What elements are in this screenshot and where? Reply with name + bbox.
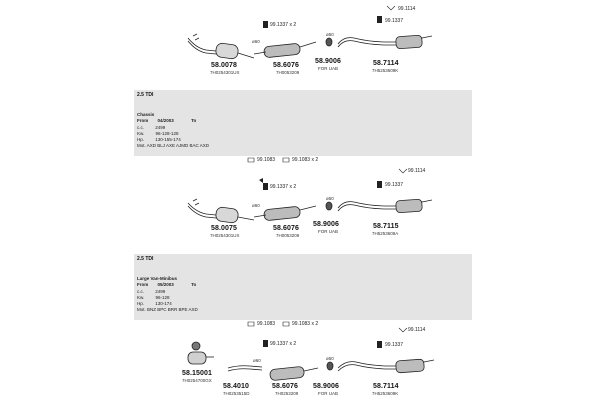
top-ref: 99.1114 xyxy=(398,6,416,12)
spec-key: Kw. xyxy=(137,295,145,300)
vehicle-info-band-1: 2.5 TDI Chassis From 04/2003 To c.c. 249… xyxy=(134,90,472,156)
svg-text:ø60: ø60 xyxy=(252,39,260,44)
spec-key: Hp. xyxy=(137,301,145,306)
part-code: 7H5253609K xyxy=(372,391,399,396)
svg-text:ø50: ø50 xyxy=(326,32,334,37)
spec-row: Kw. 96-128-128 xyxy=(137,131,179,137)
to-label: To xyxy=(191,282,197,287)
svg-text:ø60: ø60 xyxy=(253,358,261,363)
part-code: 7H0253209 xyxy=(275,391,299,396)
engine-title: 2.5 TDI xyxy=(137,256,154,262)
part-code: FOR UAB xyxy=(318,66,339,71)
part-number: 58.6076 xyxy=(273,62,300,69)
clamp-ref-a: 99.1337 x 2 xyxy=(270,341,297,347)
spec-key: c.c. xyxy=(137,125,145,130)
spec-value: 130-174 xyxy=(155,301,172,306)
section1-drawing xyxy=(187,33,433,60)
spec-value: 96-128 xyxy=(155,295,170,300)
spec-value: 130-155-174 xyxy=(155,137,181,142)
spec-row: Hp. 130-174 xyxy=(137,301,172,307)
chassis-label: Large Van-Minibus xyxy=(137,276,178,281)
part-code: 7H0053209 xyxy=(276,233,300,238)
clamp-ref-b: 99.1337 xyxy=(385,342,404,348)
from-label: From xyxy=(137,282,149,287)
part-number: 58.7115 xyxy=(373,223,399,230)
part-code: 7H5253609K xyxy=(372,68,399,73)
spec-value: 2499 xyxy=(155,125,166,130)
part-number: 58.4010 xyxy=(223,383,250,390)
spec-key: c.c. xyxy=(137,289,145,294)
part-code: FOR UAB xyxy=(318,229,339,234)
part-number: 58.9006 xyxy=(313,221,340,228)
spec-value: 96-128-128 xyxy=(155,131,179,136)
part-number: 58.7114 xyxy=(373,60,399,67)
from-row: From 04/2003 To xyxy=(137,118,196,124)
part-code: 7H0254301UX xyxy=(210,70,240,75)
part-code: 7H5253609A xyxy=(372,231,399,236)
mid-ref-a: 99.1083 xyxy=(257,157,276,163)
top-ref: 99.1114 xyxy=(408,168,426,174)
svg-text:ø50: ø50 xyxy=(326,356,334,361)
spec-row: Kw. 96-128 xyxy=(137,295,170,301)
part-number: 58.0078 xyxy=(211,62,238,69)
spec-row: c.c. 2499 xyxy=(137,289,165,295)
clamp-ref-b: 99.1337 xyxy=(385,182,404,188)
section2-drawing xyxy=(187,198,433,224)
svg-text:ø60: ø60 xyxy=(252,203,260,208)
from-value: 05/2003 xyxy=(157,282,174,287)
spec-row: c.c. 2499 xyxy=(137,125,165,131)
part-number: 58.0075 xyxy=(211,225,238,232)
spec-value: 2499 xyxy=(155,289,166,294)
chassis-label: Chassis xyxy=(137,112,155,117)
spec-row: Hp. 130-155-174 xyxy=(137,137,181,143)
from-label: From xyxy=(137,118,149,123)
part-number: 58.9006 xyxy=(315,58,342,65)
mid-ref-b: 99.1083 x 2 xyxy=(292,157,319,163)
engine-codes: Mot. AXD BLJ AXE AJMD BAC AXD xyxy=(137,143,210,148)
from-value: 04/2003 xyxy=(157,118,174,123)
part-code: 7H0254700GX xyxy=(182,378,212,383)
part-code: 7H0253515D xyxy=(223,391,250,396)
part-code: FOR UAB xyxy=(318,391,339,396)
part-code: 7H0254301UX xyxy=(210,233,240,238)
engine-title: 2.5 TDI xyxy=(137,92,154,98)
part-number: 58.7114 xyxy=(373,383,399,390)
top-ref: 99.1114 xyxy=(408,327,426,333)
mid-ref-a: 99.1083 xyxy=(257,321,276,327)
to-label: To xyxy=(191,118,197,123)
spec-key: Kw. xyxy=(137,131,145,136)
mid-ref-b: 99.1083 x 2 xyxy=(292,321,319,327)
part-number: 58.6076 xyxy=(272,383,299,390)
svg-text:ø50: ø50 xyxy=(326,196,334,201)
spec-key: Hp. xyxy=(137,137,145,142)
from-row: From 05/2003 To xyxy=(137,282,196,288)
clamp-ref-a: 99.1337 x 2 xyxy=(270,22,297,28)
part-number: 58.15001 xyxy=(182,370,212,377)
clamp-ref-b: 99.1337 xyxy=(385,18,404,24)
section3-drawing xyxy=(187,341,435,381)
engine-codes: Mot. BNZ BPC BRR BPE AXD xyxy=(137,307,198,312)
part-code: 7H0053209 xyxy=(276,70,300,75)
part-number: 58.6076 xyxy=(273,225,300,232)
part-number: 58.9006 xyxy=(313,383,340,390)
clamp-ref-a: 99.1337 x 2 xyxy=(270,184,297,190)
vehicle-info-band-2: 2.5 TDI Large Van-Minibus From 05/2003 T… xyxy=(134,254,472,320)
